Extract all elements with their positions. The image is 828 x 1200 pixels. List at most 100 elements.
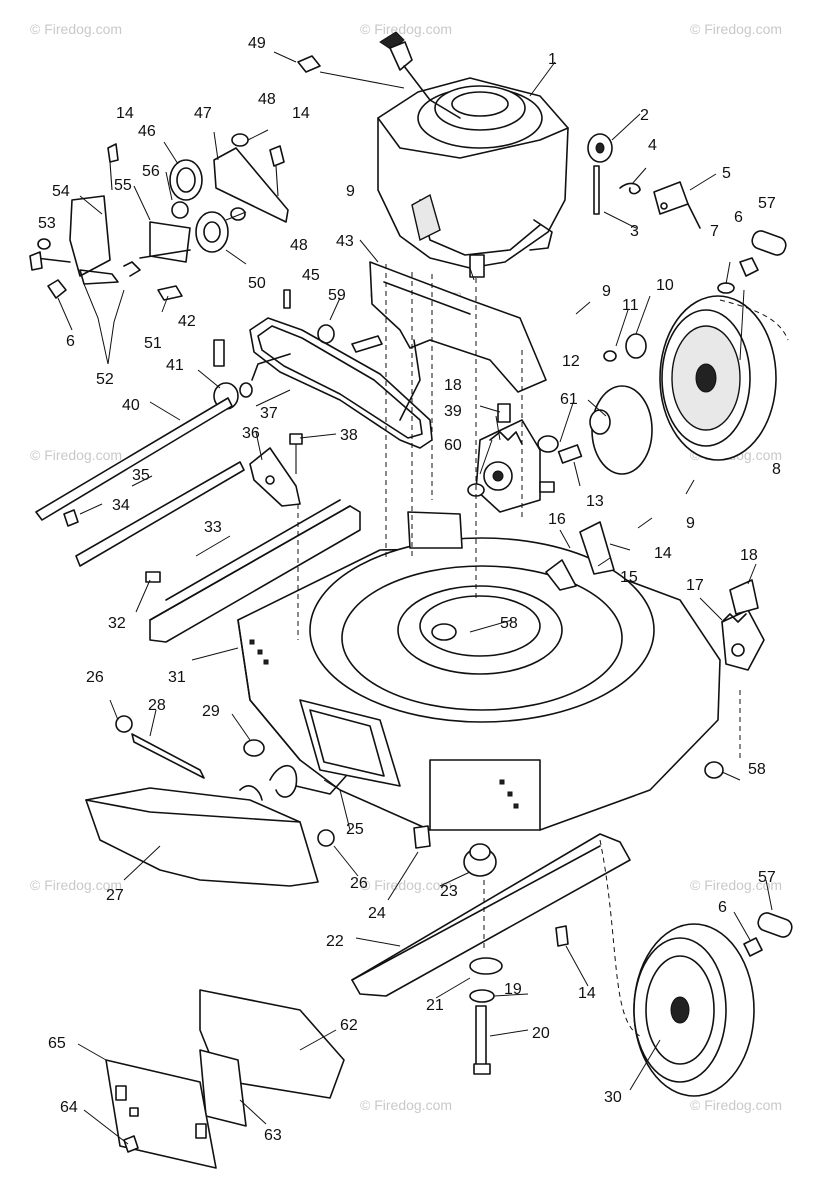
callout-18: 18: [444, 377, 462, 394]
callout-17: 17: [686, 577, 704, 594]
callout-6: 6: [734, 209, 743, 226]
callout-55: 55: [114, 177, 132, 194]
callout-58: 58: [500, 615, 518, 632]
callout-32: 32: [108, 615, 126, 632]
leader-lines: [57, 51, 773, 1145]
callout-65: 65: [48, 1035, 66, 1052]
callout-43: 43: [336, 233, 354, 250]
callout-48: 48: [258, 91, 276, 108]
callout-14: 14: [116, 105, 134, 122]
callout-60: 60: [444, 437, 462, 454]
callout-50: 50: [248, 275, 266, 292]
callout-24: 24: [368, 905, 386, 922]
watermark: © Firedog.com: [690, 21, 782, 37]
callout-40: 40: [122, 397, 140, 414]
callout-3: 3: [630, 223, 639, 240]
callout-9: 9: [686, 515, 695, 532]
callout-49: 49: [248, 35, 266, 52]
rear-flap-parts: [105, 989, 345, 1169]
callout-25: 25: [346, 821, 364, 838]
callout-28: 28: [148, 697, 166, 714]
watermark: © Firedog.com: [690, 877, 782, 893]
control-bracket-part: [317, 261, 547, 421]
watermark: © Firedog.com: [30, 21, 122, 37]
callout-59: 59: [328, 287, 346, 304]
callout-18: 18: [740, 547, 758, 564]
callout-labels: 1 2 3 4 5 6 6 6 7 8 9 9 9 10 11 12 13 14…: [38, 35, 781, 1144]
callout-47: 47: [194, 105, 212, 122]
callout-21: 21: [426, 997, 444, 1014]
callout-6: 6: [66, 333, 75, 350]
callout-13: 13: [586, 493, 604, 510]
watermark: © Firedog.com: [30, 877, 122, 893]
callout-26: 26: [350, 875, 368, 892]
callout-10: 10: [656, 277, 674, 294]
callout-42: 42: [178, 313, 196, 330]
callout-46: 46: [138, 123, 156, 140]
callout-5: 5: [722, 165, 731, 182]
callout-30: 30: [604, 1089, 622, 1106]
callout-64: 64: [60, 1099, 78, 1116]
callout-14: 14: [292, 105, 310, 122]
callout-58: 58: [748, 761, 766, 778]
engine-hardware-right: [587, 133, 787, 294]
callout-26: 26: [86, 669, 104, 686]
callout-8: 8: [772, 461, 781, 478]
callout-20: 20: [532, 1025, 550, 1042]
watermark: © Firedog.com: [360, 877, 452, 893]
front-wheel-lower-part: [633, 912, 793, 1097]
callout-7: 7: [710, 223, 719, 240]
callout-56: 56: [142, 163, 160, 180]
callout-35: 35: [132, 467, 150, 484]
callout-45: 45: [302, 267, 320, 284]
callout-39: 39: [444, 403, 462, 420]
callout-48: 48: [290, 237, 308, 254]
callout-2: 2: [640, 107, 649, 124]
callout-1: 1: [548, 51, 557, 68]
throttle-control-part: [297, 31, 461, 119]
callout-36: 36: [242, 425, 260, 442]
engine-part: [377, 77, 569, 278]
height-bracket-small: [249, 433, 303, 507]
watermark: © Firedog.com: [360, 1097, 452, 1113]
callout-19: 19: [504, 981, 522, 998]
mower-deck-part: [237, 511, 721, 831]
callout-22: 22: [326, 933, 344, 950]
watermark: © Firedog.com: [690, 1097, 782, 1113]
left-bracket-assembly: [29, 133, 289, 301]
callout-37: 37: [260, 405, 278, 422]
height-adjuster-lower: [721, 579, 765, 671]
callout-16: 16: [548, 511, 566, 528]
callout-9: 9: [602, 283, 611, 300]
watermark: © Firedog.com: [360, 21, 452, 37]
callout-27: 27: [106, 887, 124, 904]
callout-14: 14: [654, 545, 672, 562]
rear-trim-parts: [63, 461, 361, 643]
height-adjuster-upper: [467, 403, 559, 513]
callout-54: 54: [52, 183, 70, 200]
callout-62: 62: [340, 1017, 358, 1034]
callout-15: 15: [620, 569, 638, 586]
callout-51: 51: [144, 335, 162, 352]
callout-6: 6: [718, 899, 727, 916]
callout-23: 23: [440, 883, 458, 900]
callout-53: 53: [38, 215, 56, 232]
watermark-layer: © Firedog.com © Firedog.com © Firedog.co…: [30, 21, 782, 1113]
blade-assembly-part: [351, 761, 724, 1075]
callout-63: 63: [264, 1127, 282, 1144]
callout-61: 61: [560, 391, 578, 408]
callout-33: 33: [204, 519, 222, 536]
callout-52: 52: [96, 371, 114, 388]
callout-4: 4: [648, 137, 657, 154]
callout-29: 29: [202, 703, 220, 720]
callout-12: 12: [562, 353, 580, 370]
callout-34: 34: [112, 497, 130, 514]
callout-14: 14: [578, 985, 596, 1002]
assembly-guides: [297, 264, 789, 1037]
drive-belt-part: [35, 289, 433, 521]
callout-11: 11: [622, 297, 639, 314]
callout-57: 57: [758, 869, 776, 886]
callout-38: 38: [340, 427, 358, 444]
callout-31: 31: [168, 669, 186, 686]
